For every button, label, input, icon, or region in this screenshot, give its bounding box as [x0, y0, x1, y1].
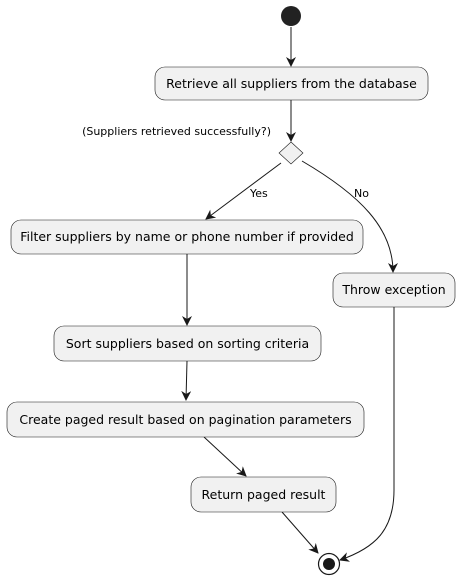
edges: [181, 27, 398, 562]
edge-throw-to-end: [339, 307, 395, 562]
action-throw: Throw exception: [332, 272, 456, 308]
action-paged-label: Create paged result based on pagination …: [19, 412, 351, 427]
edge-return-to-end: [281, 511, 319, 554]
decision-question-label: (Suppliers retrieved successfully?): [82, 125, 271, 138]
action-sort-label: Sort suppliers based on sorting criteria: [66, 336, 309, 351]
start-node: [281, 6, 301, 26]
edge-decision-no-to-throw: [301, 160, 398, 273]
action-filter: Filter suppliers by name or phone number…: [10, 219, 364, 255]
action-paged: Create paged result based on pagination …: [6, 401, 365, 438]
action-sort: Sort suppliers based on sorting criteria: [53, 325, 322, 362]
action-filter-label: Filter suppliers by name or phone number…: [20, 229, 354, 244]
edge-decision-yes-to-filter: [205, 162, 282, 220]
action-return-label: Return paged result: [202, 487, 326, 502]
action-retrieve: Retrieve all suppliers from the database: [154, 66, 429, 101]
edge-paged-to-return: [203, 436, 247, 477]
action-throw-label: Throw exception: [341, 282, 445, 297]
decision-diamond: [278, 141, 304, 165]
end-node: [317, 552, 341, 576]
edge-sort-to-paged: [181, 360, 192, 401]
decision-no-label: No: [354, 187, 369, 200]
action-return: Return paged result: [190, 476, 337, 513]
action-retrieve-label: Retrieve all suppliers from the database: [166, 76, 417, 91]
decision-yes-label: Yes: [249, 187, 268, 200]
